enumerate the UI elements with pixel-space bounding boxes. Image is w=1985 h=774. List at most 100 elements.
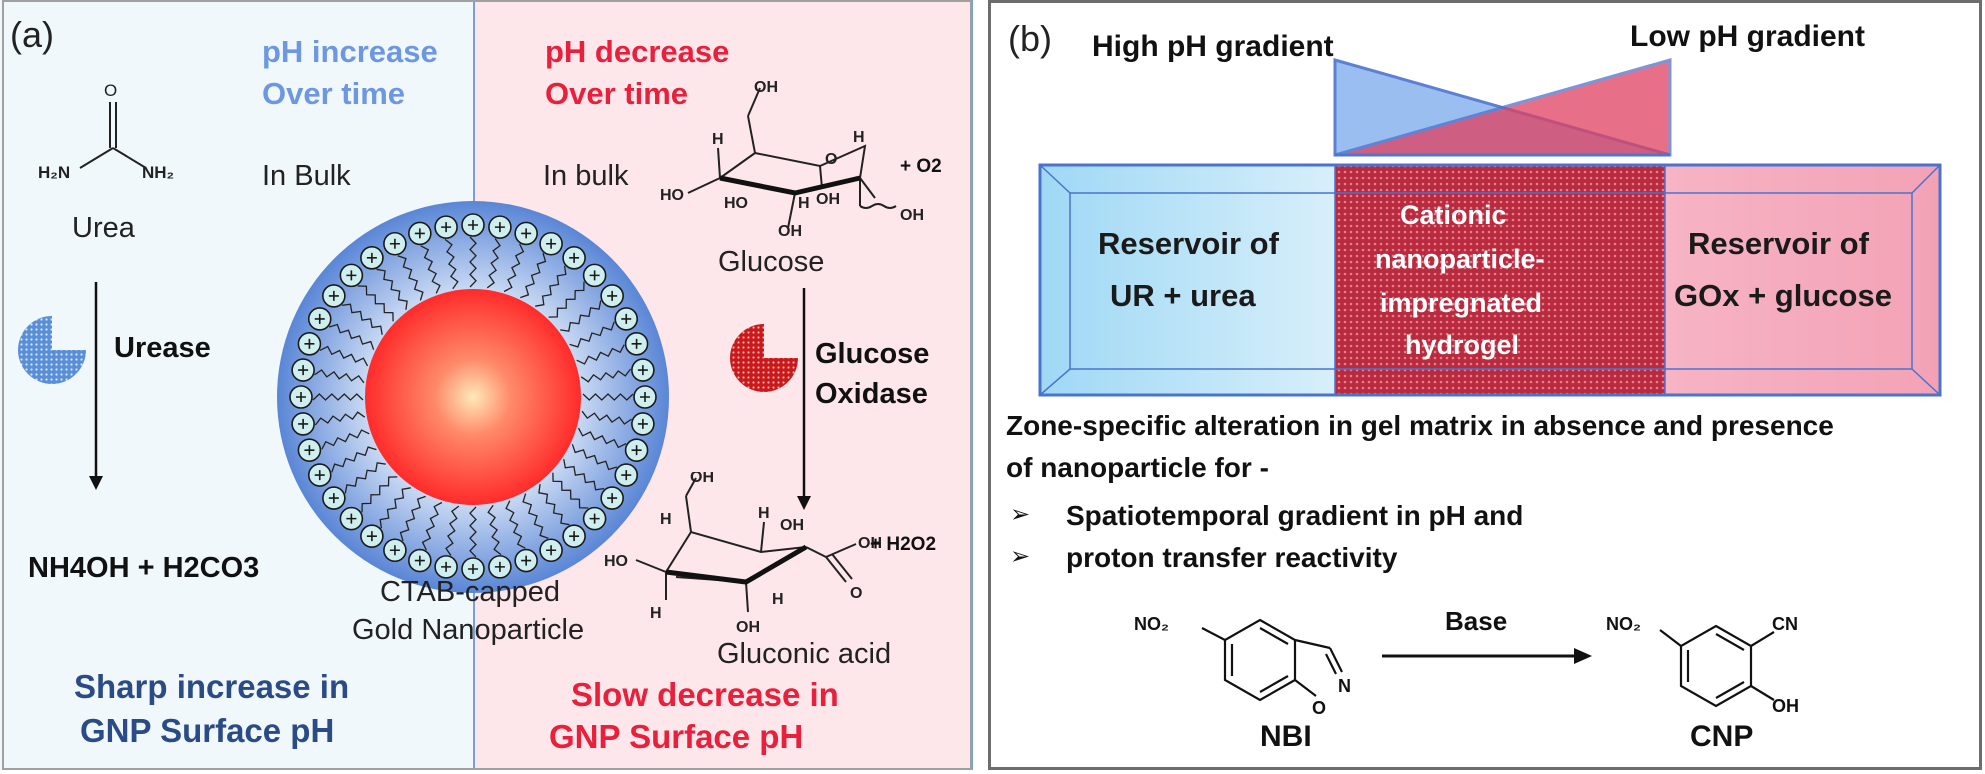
plus-charge-icon (468, 220, 478, 230)
svg-text:O: O (104, 81, 117, 100)
cnp-structure: NO₂ CN OH (1606, 614, 1799, 716)
particle-label-line2: Gold Nanoparticle (352, 614, 585, 646)
zone-text-line1: Zone-specific alteration in gel matrix i… (1006, 410, 1834, 441)
svg-text:O: O (825, 151, 837, 168)
ctab-tail (576, 344, 625, 365)
svg-text:NO₂: NO₂ (1134, 614, 1169, 634)
hydrogel-line3: impregnated (1380, 288, 1543, 318)
svg-text:OH: OH (858, 535, 882, 552)
plus-charge-icon (366, 252, 377, 263)
glucose-structure: OH H HO HO OH O H OH H OH (660, 79, 924, 238)
glucose-oxidase-arrow (797, 288, 811, 510)
plus-charge-icon (296, 392, 306, 402)
reservoir-right-line2: GOx + glucose (1674, 278, 1892, 313)
plus-charge-icon (494, 222, 505, 233)
slow-decrease-line2: GNP Surface pH (549, 718, 804, 755)
slow-decrease-line1: Slow decrease in (571, 676, 839, 713)
ctab-tail (538, 484, 570, 526)
plus-charge-icon (414, 555, 425, 566)
hydrogel-line1: Cationic (1400, 200, 1507, 230)
ctab-tail (505, 500, 526, 549)
glucose-oxidase-line2: Oxidase (815, 378, 928, 410)
hydrogel-gradient-schematic (1038, 58, 1942, 397)
ctab-tail (312, 393, 364, 401)
ctab-tail (569, 321, 615, 348)
svg-text:OH: OH (778, 223, 802, 238)
reservoir-left-line1: Reservoir of (1098, 226, 1279, 261)
ctab-tail (421, 501, 443, 551)
plus-charge-icon (637, 365, 648, 376)
plus-charge-icon (414, 228, 425, 239)
ctab-tail (376, 268, 408, 310)
ph-decrease-line1: pH decrease (545, 34, 730, 69)
plus-charge-icon (304, 338, 315, 349)
svg-text:OH: OH (754, 79, 778, 96)
plus-charge-icon (521, 228, 532, 239)
oxygen-label: + O2 (900, 156, 942, 177)
plus-charge-icon (314, 470, 325, 481)
ctab-tail (328, 323, 375, 350)
low-ph-label: Low pH gradient (1630, 20, 1865, 53)
plus-charge-icon (441, 222, 452, 233)
plus-charge-icon (607, 493, 618, 504)
reservoir-right-line1: Reservoir of (1688, 226, 1869, 261)
glucose-label: Glucose (718, 246, 825, 278)
ctab-tail (445, 505, 460, 556)
svg-text:H: H (758, 505, 770, 522)
ctab-tail (503, 243, 525, 293)
ctab-tail (552, 472, 589, 509)
plus-charge-icon (304, 445, 315, 456)
ctab-tail (469, 236, 477, 288)
plus-charge-icon (314, 313, 325, 324)
svg-text:OH: OH (1772, 696, 1799, 716)
plus-charge-icon (298, 365, 309, 376)
svg-text:NO₂: NO₂ (1606, 614, 1641, 634)
urease-label: Urease (114, 332, 211, 364)
plus-charge-icon (621, 470, 632, 481)
ctab-tail (577, 427, 627, 449)
ctab-tail (319, 345, 369, 367)
svg-text:HO: HO (604, 553, 628, 570)
sharp-increase-line1: Sharp increase in (74, 668, 350, 705)
hydrogen-peroxide-label: + H2O2 (870, 534, 937, 555)
plus-charge-icon (441, 561, 452, 572)
svg-text:OH: OH (900, 207, 924, 224)
plus-charge-icon (607, 290, 618, 301)
ctab-tail (331, 446, 377, 473)
sharp-increase-line2: GNP Surface pH (80, 712, 335, 749)
ctab-tail (548, 281, 585, 318)
ctab-tail (420, 245, 441, 294)
svg-text:OH: OH (780, 517, 804, 534)
ctab-tail (397, 255, 424, 301)
ctab-tail (344, 462, 386, 494)
svg-text:H: H (853, 129, 865, 146)
ctab-tail (487, 504, 502, 556)
reservoir-left-line2: UR + urea (1110, 278, 1256, 313)
ctab-tail (535, 265, 567, 307)
urease-enzyme-icon (18, 316, 86, 384)
nbi-structure: NO₂ N O (1134, 614, 1351, 718)
ph-increase-line2: Over time (262, 76, 406, 111)
in-bulk-right: In bulk (543, 160, 629, 192)
svg-text:H: H (798, 195, 810, 212)
ctab-tail (582, 393, 634, 401)
plus-charge-icon (640, 392, 650, 402)
ctab-tail (580, 368, 632, 383)
ctab-tail (444, 238, 459, 290)
particle-label-line1: CTAB-capped (380, 576, 560, 608)
plus-charge-icon (468, 564, 478, 574)
plus-charge-icon (328, 290, 339, 301)
panel-b-label: (b) (1008, 18, 1052, 59)
ctab-tail (321, 429, 370, 450)
ctab-tail (357, 285, 394, 322)
svg-text:HO: HO (724, 195, 748, 212)
ctab-tail (563, 459, 605, 491)
ctab-tail (560, 300, 602, 332)
urea-structure: O H₂N NH₂ (38, 81, 174, 182)
plus-charge-icon (346, 513, 357, 524)
bullet-arrow-icon: ➢ (1010, 501, 1031, 528)
plus-charge-icon (366, 531, 377, 542)
zone-text-line2: of nanoparticle for - (1006, 452, 1269, 483)
ctab-tail (314, 411, 366, 426)
plus-charge-icon (621, 313, 632, 324)
